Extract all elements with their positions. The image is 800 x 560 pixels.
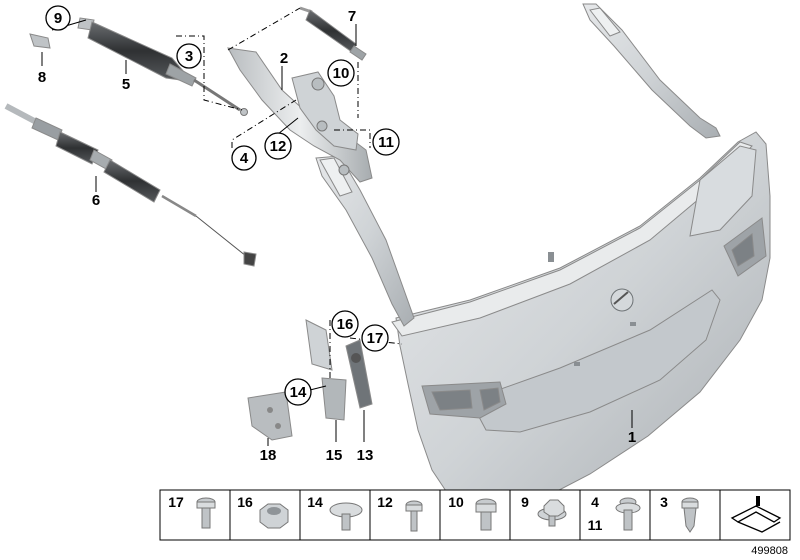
label-text: 16 [337,316,354,333]
label-text: 18 [260,447,277,464]
fastener-legend: 17 16 14 12 [159,489,791,541]
label-text: 16 [237,494,253,510]
hinge-arm-lower [315,155,415,327]
label-text: 8 [38,69,46,86]
legend-cell-3: 3 [649,489,721,541]
legend-cell-10: 10 [439,489,511,541]
callout-4: 4 [231,145,257,171]
label-text: 13 [357,447,374,464]
label-text: 2 [280,50,288,67]
label-text: 11 [588,517,603,533]
tailgate-panel [391,3,771,517]
diagram-id: 499808 [751,545,788,557]
label-text: 7 [348,8,356,25]
callout-13: 13 [357,447,374,464]
label-text: 12 [270,138,287,155]
callouts: 9 8 5 3 2 7 10 6 12 4 11 16 17 14 18 15 … [38,5,636,464]
legend-cell-14: 14 [299,489,371,541]
self-tapping-screw-icon [681,497,699,533]
emblem-mount [610,288,634,312]
label-text: 14 [307,494,323,510]
callout-8: 8 [38,69,46,86]
label-text: 1 [628,429,636,446]
callout-12: 12 [264,132,292,160]
label-text: 17 [168,494,184,510]
callout-16: 16 [331,310,359,338]
label-text: 15 [326,447,343,464]
torx-flange-screw-icon [615,497,641,531]
callout-18: 18 [260,447,277,464]
callout-3: 3 [176,43,202,69]
legend-cell-17: 17 [159,489,231,541]
hinge-assembly [227,47,373,183]
label-text: 10 [333,65,350,82]
hex-flange-bolt-icon [475,498,497,531]
legend-cell-symbol [719,489,791,541]
label-text: 9 [54,10,62,27]
legend-cell-16: 16 [229,489,301,541]
label-text: 14 [290,384,307,401]
gas-strut-right [299,6,367,61]
dome-head-screw-icon [329,502,363,531]
leader-lines [41,7,633,446]
hex-nut-icon [259,503,289,529]
callout-14: 14 [284,378,312,406]
callout-15: 15 [326,447,343,464]
callout-7: 7 [348,8,356,25]
gas-strut-upper [29,17,248,116]
tailgate-frame-pillar [582,3,721,139]
flange-screw-icon [405,500,423,532]
spindle-drive [4,103,257,267]
bracket-symbol-icon [730,496,782,533]
label-text: 3 [660,494,668,510]
hex-nut-washer-icon [537,499,567,527]
legend-cell-9: 9 [509,489,581,541]
callout-9: 9 [45,5,71,31]
torx-bolt-icon [196,497,216,529]
label-text: 17 [367,330,384,347]
callout-5: 5 [122,76,130,93]
callout-2: 2 [280,50,288,67]
legend-cell-4-11: 4 11 [579,489,651,541]
label-text: 6 [92,192,100,209]
label-text: 4 [591,494,599,510]
label-text: 12 [377,494,393,510]
label-text: 5 [122,76,130,93]
callout-1: 1 [628,429,636,446]
label-text: 10 [448,494,464,510]
label-text: 3 [185,48,193,65]
callout-6: 6 [92,192,100,209]
lock-bracket-parts [247,319,373,441]
label-text: 4 [240,150,249,167]
label-text: 11 [378,134,394,151]
legend-cell-12: 12 [369,489,441,541]
callout-11: 11 [372,128,400,156]
callout-17: 17 [361,324,389,352]
callout-10: 10 [327,59,355,87]
label-text: 9 [521,494,529,510]
